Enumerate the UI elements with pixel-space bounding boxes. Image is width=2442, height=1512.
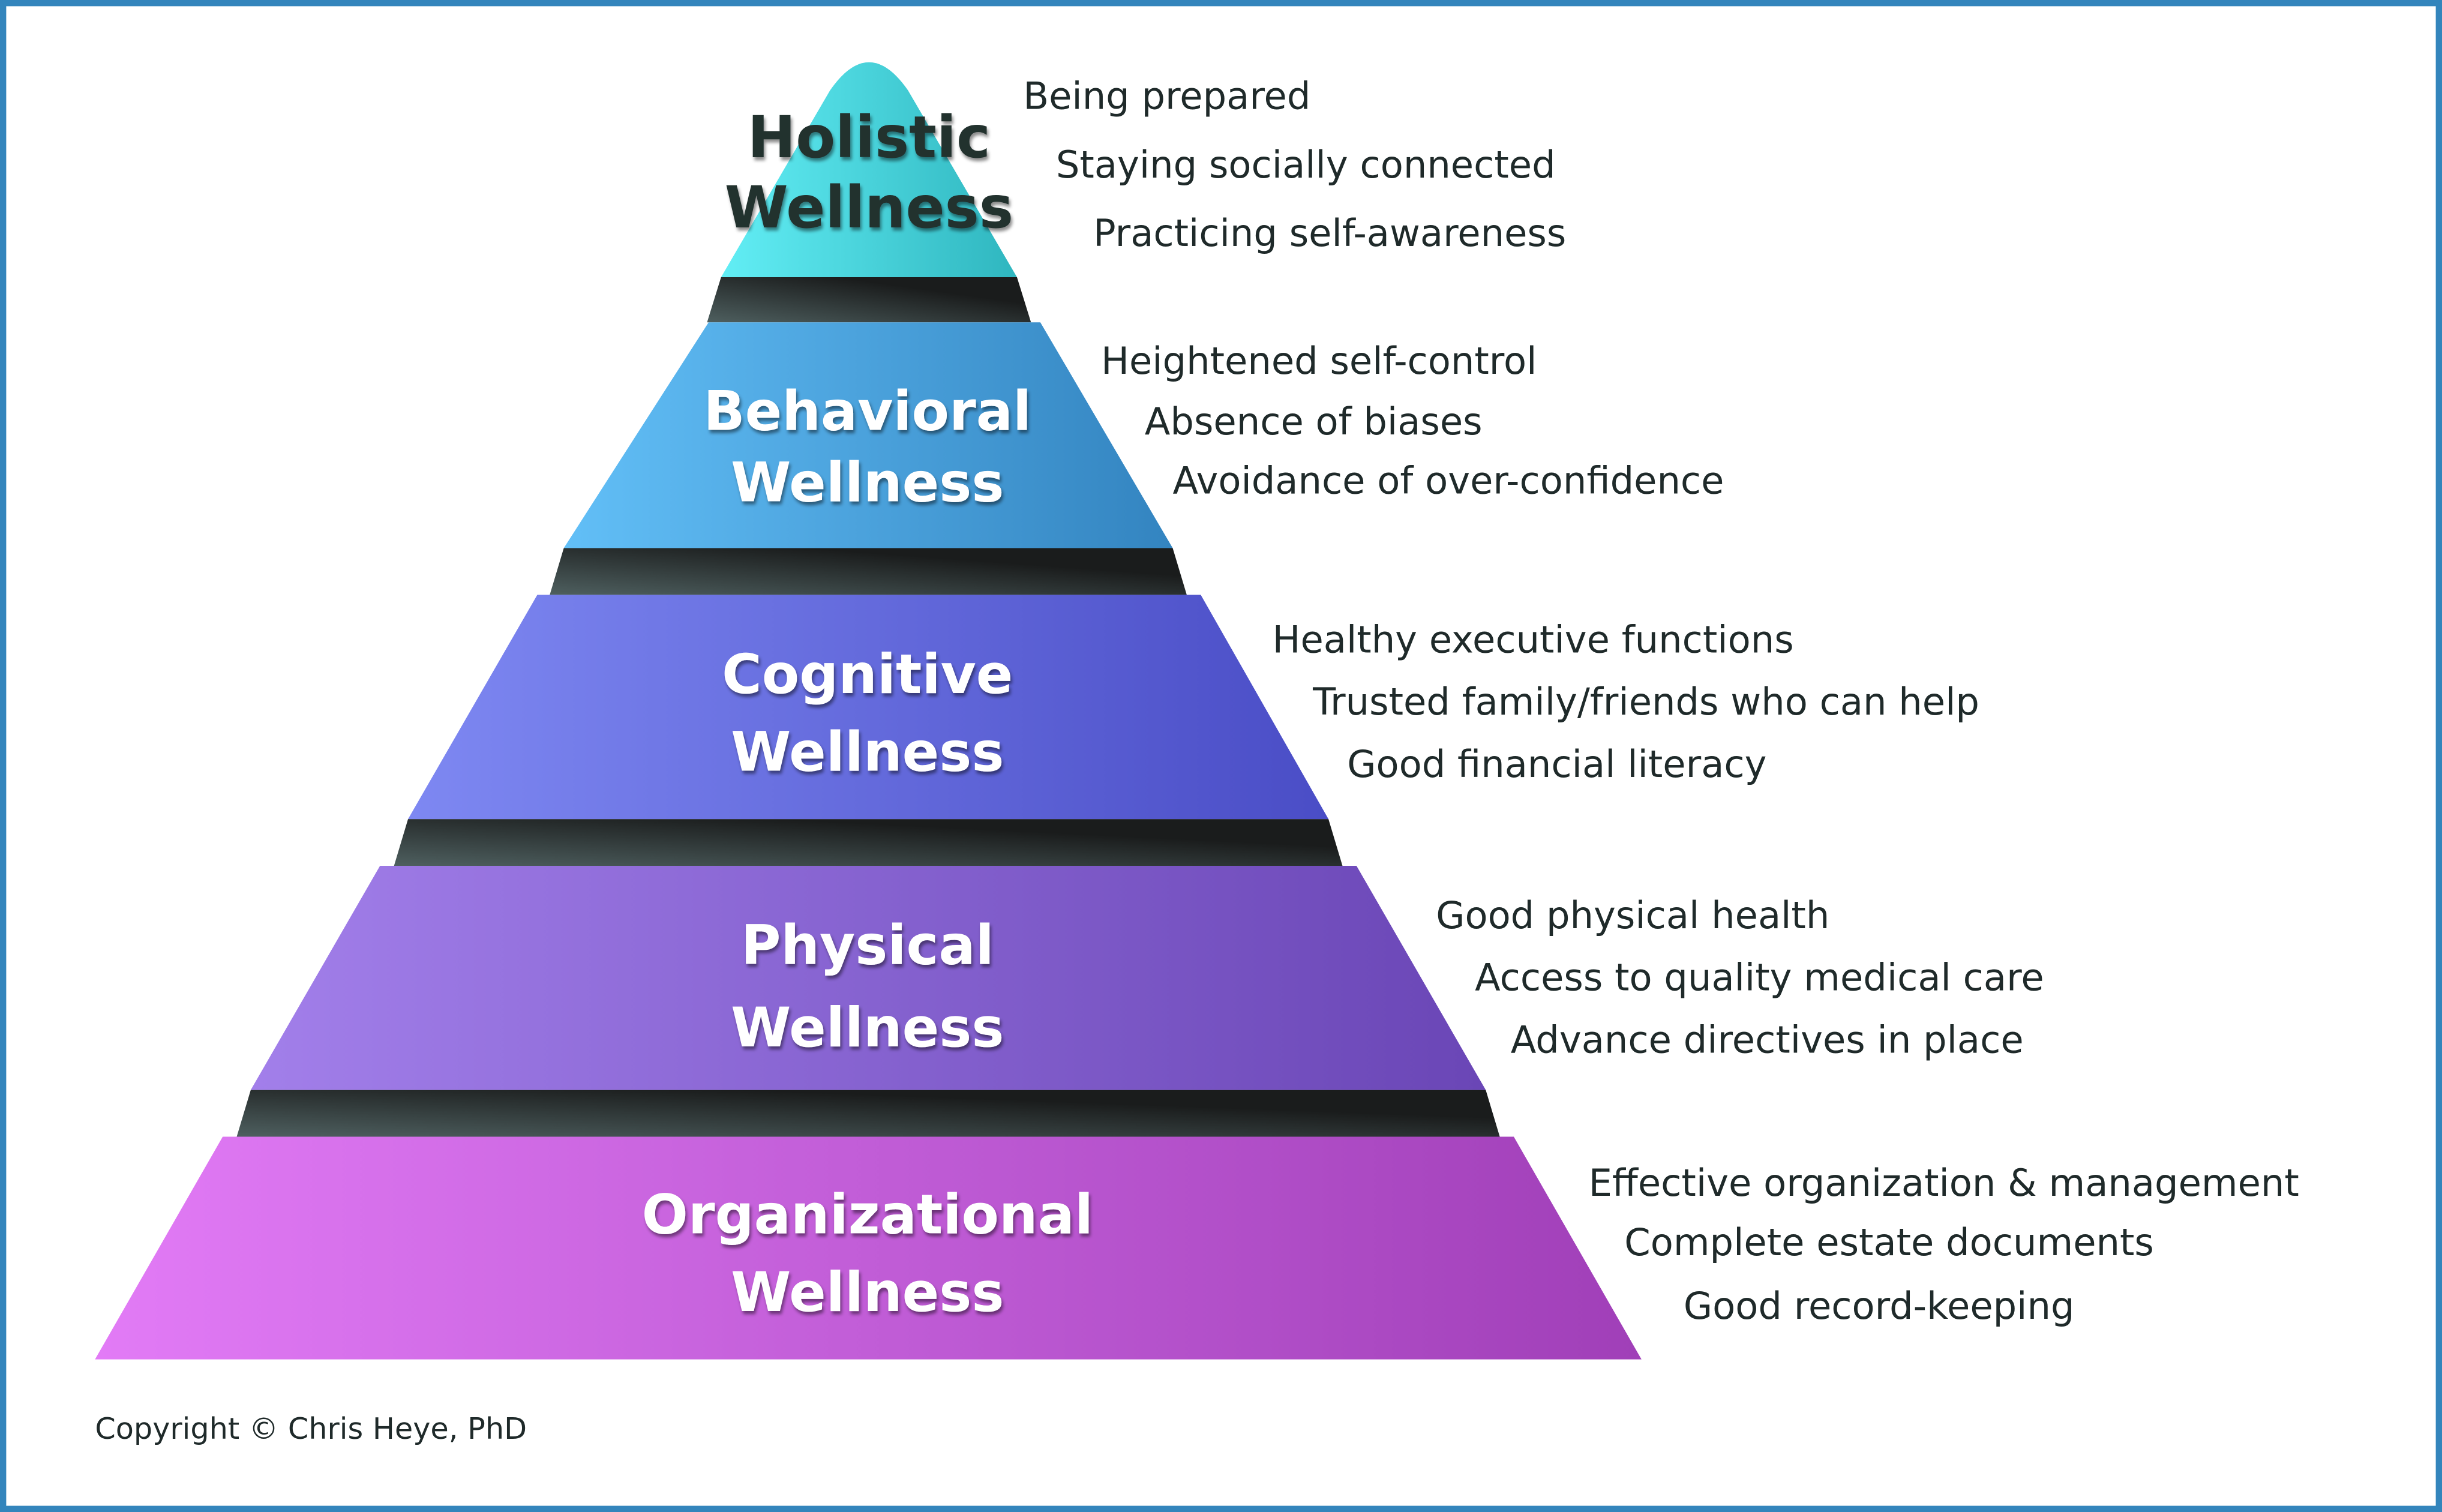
tier-title-holistic: Holistic — [748, 104, 991, 171]
tier-item: Avoidance of over-confidence — [1173, 459, 1724, 503]
tier-item: Effective organization & management — [1589, 1161, 2299, 1205]
tier-item: Good financial literacy — [1347, 742, 1766, 786]
tier-item: Being prepared — [1023, 74, 1310, 118]
tier-title-organizational: Organizational — [642, 1183, 1093, 1246]
separator-band — [394, 819, 1343, 866]
copyright-text: Copyright © Chris Heye, PhD — [95, 1411, 527, 1446]
tier-item: Practicing self-awareness — [1093, 211, 1566, 255]
tier-item: Heightened self-control — [1101, 339, 1537, 383]
tier-title-physical: Wellness — [731, 997, 1004, 1060]
tier-item: Staying socially connected — [1056, 143, 1556, 187]
tier-title-behavioral: Behavioral — [703, 380, 1031, 443]
tier-title-physical: Physical — [741, 914, 994, 977]
tier-item: Advance directives in place — [1511, 1018, 2024, 1061]
tier-title-organizational: Wellness — [731, 1261, 1004, 1324]
tier-physical — [250, 865, 1486, 1090]
tier-item: Good physical health — [1436, 893, 1829, 937]
tier-item: Absence of biases — [1145, 400, 1483, 443]
tier-title-behavioral: Wellness — [731, 452, 1004, 515]
tier-item: Access to quality medical care — [1475, 956, 2044, 1000]
tier-organizational — [95, 1136, 1642, 1360]
tier-cognitive — [408, 595, 1329, 820]
tier-holistic — [721, 62, 1017, 277]
tier-item: Healthy executive functions — [1273, 617, 1794, 661]
separator-band — [550, 548, 1187, 595]
tier-title-cognitive: Cognitive — [722, 643, 1013, 706]
separator-band — [236, 1090, 1500, 1137]
tier-behavioral — [563, 322, 1173, 548]
tier-title-cognitive: Wellness — [731, 721, 1004, 784]
tier-item: Good record-keeping — [1684, 1284, 2075, 1328]
tier-title-holistic: Wellness — [725, 174, 1013, 241]
separator-band — [707, 277, 1031, 323]
tier-item: Complete estate documents — [1624, 1220, 2154, 1264]
tier-item: Trusted family/friends who can help — [1312, 680, 1979, 724]
